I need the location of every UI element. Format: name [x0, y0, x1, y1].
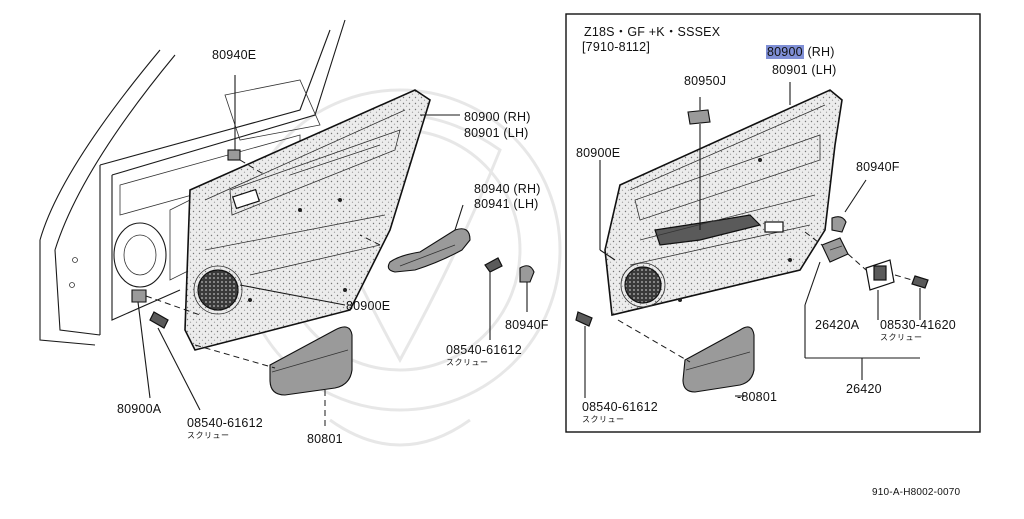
label-screw-bottom: スクリュー — [187, 431, 230, 440]
door-trim-panel-right — [604, 89, 843, 316]
label-08540-inset: 08540-61612 — [582, 400, 658, 414]
inset-header-dates: [7910-8112] — [582, 40, 650, 54]
inset-frame — [565, 13, 981, 433]
label-screw-inset: スクリュー — [582, 415, 625, 424]
label-08540-bottom: 08540-61612 — [187, 416, 263, 430]
label-80940-rh: 80940 (RH) — [474, 182, 541, 196]
door-trim-panel-left — [184, 89, 431, 351]
screw-inset-bottom — [575, 311, 593, 398]
label-80901-lh: 80901 (LH) — [464, 126, 529, 140]
label-80801-left: 80801 — [307, 432, 343, 446]
diagram-code: 910-A-H8002-0070 — [872, 487, 961, 498]
screw-left-right — [484, 257, 535, 340]
inset-small-parts — [804, 216, 929, 380]
label-80940E: 80940E — [212, 48, 257, 62]
inset-header-model: Z18S・GF +K・SSSEX — [584, 25, 721, 39]
armrest-left — [359, 204, 471, 273]
rh-suffix: (RH) — [803, 45, 835, 59]
label-80940F-inset: 80940F — [856, 160, 900, 174]
leader-lines-left — [239, 114, 460, 306]
leader-lines-inset — [599, 82, 867, 261]
door-pocket-right — [617, 319, 755, 397]
label-80941-lh: 80941 (LH) — [474, 197, 539, 211]
label-screw-right: スクリュー — [446, 358, 489, 367]
label-26420A: 26420A — [815, 318, 860, 332]
screw-left-bottom — [131, 289, 201, 411]
label-80900A: 80900A — [117, 402, 162, 416]
highlighted-part-number[interactable]: 80900 — [766, 45, 804, 59]
label-80950J: 80950J — [684, 74, 727, 88]
label-80900E-inset: 80900E — [576, 146, 621, 160]
label-screw-inset-right: スクリュー — [880, 333, 923, 342]
door-pocket-left — [194, 326, 353, 428]
label-80901-lh-inset: 80901 (LH) — [772, 63, 837, 77]
label-08540-right: 08540-61612 — [446, 343, 522, 357]
clip-80940E — [227, 75, 266, 176]
label-80940F-left: 80940F — [505, 318, 549, 332]
label-80900E-left: 80900E — [346, 299, 391, 313]
label-80900-rh: 80900 (RH) — [464, 110, 531, 124]
label-80801-inset: -80801 — [737, 390, 778, 404]
label-26420: 26420 — [846, 382, 882, 396]
label-80900-rh-highlighted[interactable]: 80900 (RH) — [766, 45, 835, 59]
label-08530: 08530-41620 — [880, 318, 956, 332]
